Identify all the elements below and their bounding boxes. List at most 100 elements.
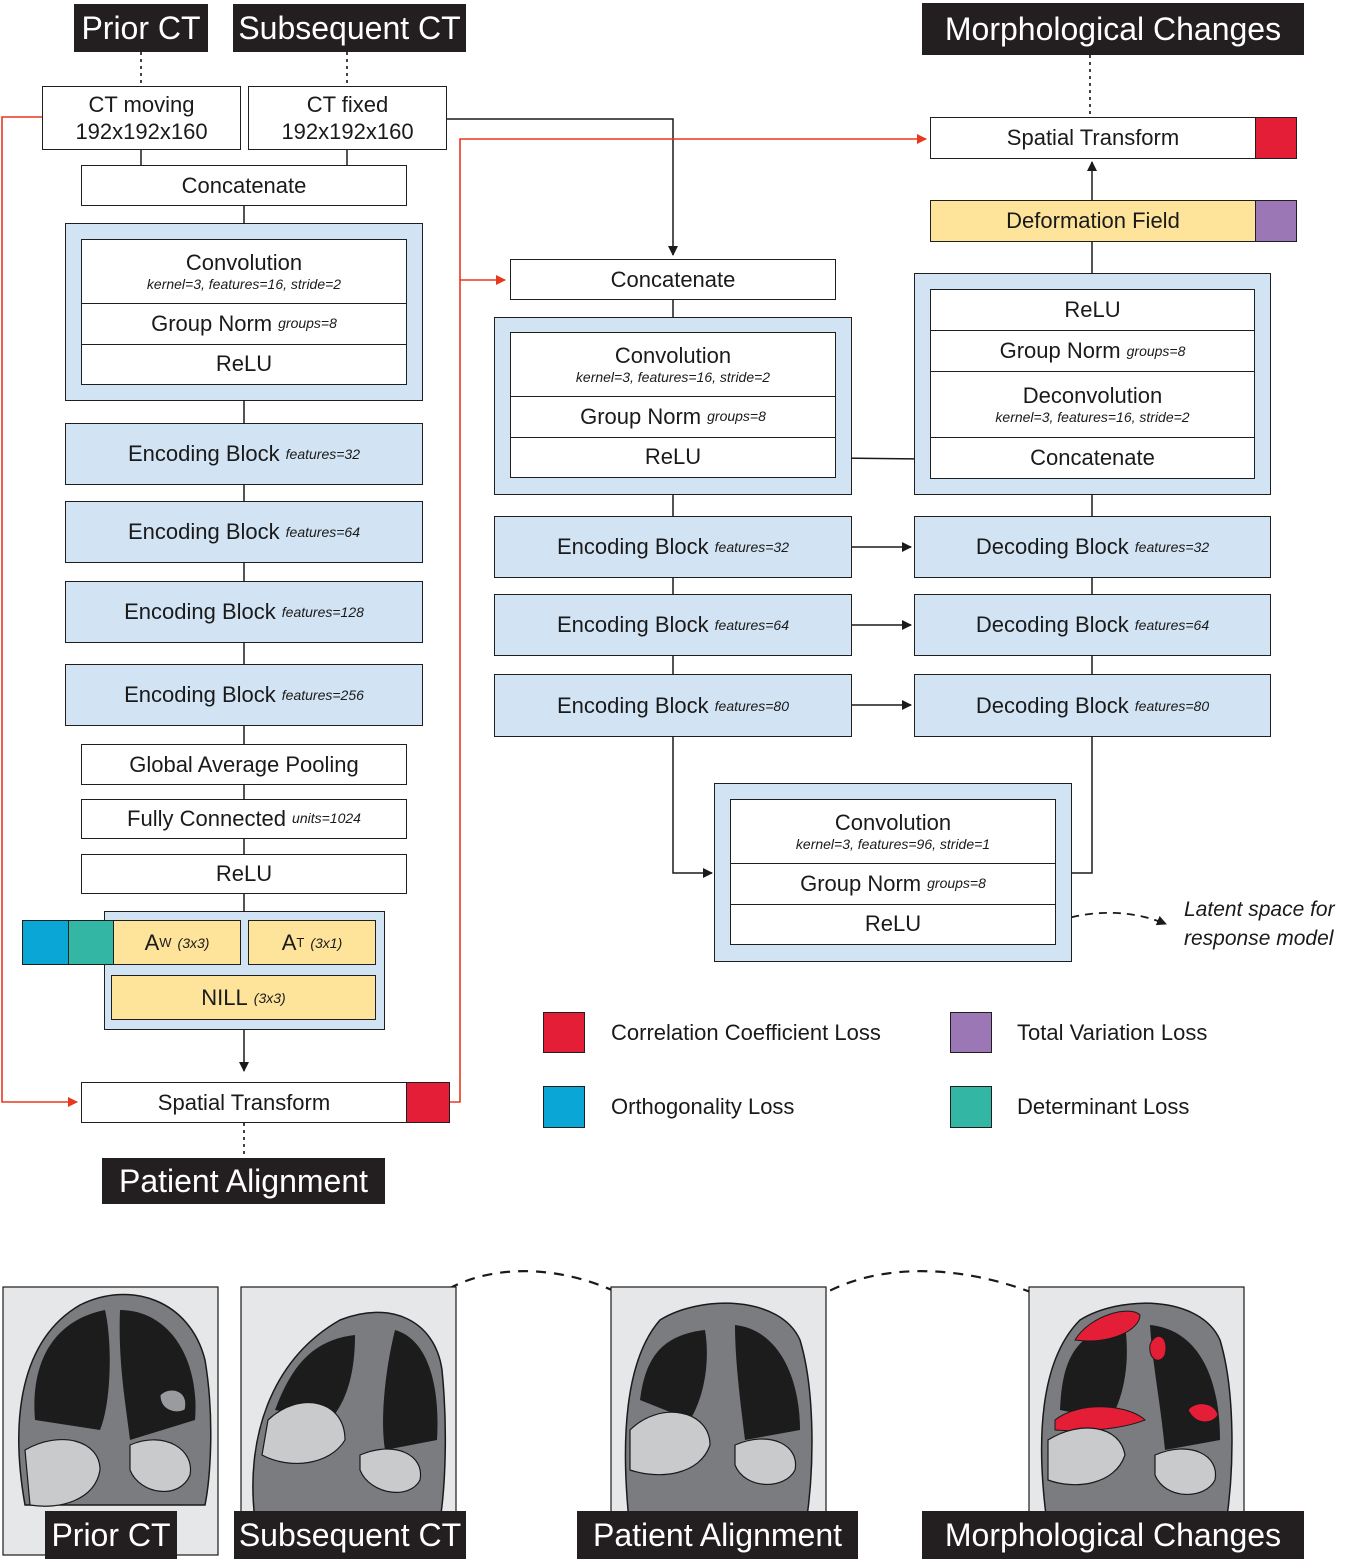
latent-line-1: Latent space for	[1184, 898, 1335, 921]
affine-conv-label: Convolution	[185, 249, 303, 275]
bottom-patient-tag: Patient Alignment	[577, 1511, 858, 1559]
subsequent-ct-tag: Subsequent CT	[233, 4, 466, 52]
affine-cc-loss-marker	[406, 1082, 450, 1123]
legend-cc-label: Correlation Coefficient Loss	[611, 1019, 881, 1045]
deform-groupnorm-label: Group Norm	[580, 403, 702, 429]
bottleneck-groupnorm-params: groups=8	[927, 875, 986, 892]
encoding-block-label: Encoding Block	[128, 519, 280, 544]
encoding-block-label: Encoding Block	[557, 534, 709, 559]
affine-conv-stack: Convolution kernel=3, features=16, strid…	[81, 239, 407, 385]
encoding-block-features: features=256	[281, 687, 364, 703]
decoding-block-2: Decoding Block features=64	[914, 594, 1271, 656]
deform-cc-loss-marker	[1255, 117, 1297, 159]
ct-moving-label: CT moving	[88, 91, 195, 117]
decoding-block-1: Decoding Block features=32	[914, 516, 1271, 578]
deconv-label: Deconvolution	[1022, 383, 1163, 409]
encoding-block-label: Encoding Block	[557, 692, 709, 718]
affine-conv-params: kernel=3, features=16, stride=2	[146, 276, 342, 293]
fully-connected-params: units=1024	[292, 810, 361, 827]
patient-alignment-tag: Patient Alignment	[102, 1158, 385, 1204]
deform-groupnorm-cell: Group Norm groups=8	[511, 397, 835, 438]
decoding-block-label: Decoding Block	[975, 534, 1129, 559]
legend-cc-swatch	[543, 1012, 585, 1053]
deform-conv-stack: Convolution kernel=3, features=16, strid…	[510, 332, 836, 478]
ct-aligned-image	[610, 1286, 827, 1556]
deform-encoding-block-2: Encoding Block features=64	[494, 594, 852, 656]
affine-spatial-transform: Spatial Transform	[81, 1082, 407, 1123]
bottleneck-stack: Convolution kernel=3, features=96, strid…	[730, 799, 1056, 945]
deform-relu-cell: ReLU	[644, 444, 702, 470]
up-groupnorm-label: Group Norm	[999, 338, 1121, 364]
ct-fixed-label: CT fixed	[306, 91, 389, 117]
prior-ct-tag: Prior CT	[74, 4, 208, 52]
decoding-block-features: features=32	[1134, 539, 1210, 555]
fully-connected-label: Fully Connected	[127, 806, 287, 832]
tv-loss-marker	[1255, 200, 1297, 242]
bottleneck-conv-cell: Convolution kernel=3, features=96, strid…	[731, 800, 1055, 865]
aw-label: A	[144, 929, 160, 955]
orthogonality-loss-marker	[22, 920, 69, 965]
deconv-cell: Deconvolution kernel=3, features=16, str…	[931, 372, 1254, 438]
nill-matrix: NILL (3x3)	[111, 975, 376, 1020]
ct-moving-input: CT moving 192x192x160	[42, 86, 241, 150]
affine-conv-cell: Convolution kernel=3, features=16, strid…	[82, 240, 406, 305]
ct-morph-image	[1028, 1286, 1245, 1556]
encoding-block-label: Encoding Block	[128, 441, 280, 466]
deform-encoding-block-3: Encoding Block features=80	[494, 674, 852, 737]
affine-concatenate: Concatenate	[81, 165, 407, 206]
encoding-block-features: features=64	[714, 617, 789, 633]
affine-groupnorm-cell: Group Norm groups=8	[82, 304, 406, 345]
deform-concatenate: Concatenate	[510, 259, 836, 300]
encoding-block-label: Encoding Block	[124, 599, 276, 624]
ct-prior-image	[2, 1286, 219, 1556]
deform-groupnorm-params: groups=8	[707, 408, 766, 425]
fully-connected: Fully Connected units=1024	[81, 799, 407, 839]
ct-moving-size: 192x192x160	[75, 119, 208, 144]
at-sup: T	[296, 935, 305, 950]
ct-fixed-size: 192x192x160	[281, 119, 414, 144]
decoding-block-label: Decoding Block	[975, 612, 1129, 637]
nill-label: NILL	[201, 984, 248, 1010]
nill-params: (3x3)	[253, 989, 286, 1006]
at-label: A	[281, 929, 297, 955]
bottleneck-conv-label: Convolution	[834, 809, 952, 835]
affine-relu-2: ReLU	[81, 854, 407, 894]
legend-tv-label: Total Variation Loss	[1017, 1019, 1208, 1045]
bottom-prior-tag: Prior CT	[45, 1511, 177, 1559]
encoding-block-features: features=80	[714, 697, 789, 714]
decoding-block-3: Decoding Block features=80	[914, 674, 1271, 737]
encoding-block-features: features=64	[285, 524, 360, 540]
affine-groupnorm-label: Group Norm	[151, 310, 273, 336]
legend-ortho-swatch	[543, 1086, 585, 1128]
decoding-block-label: Decoding Block	[975, 692, 1129, 718]
ct-subsequent-image	[240, 1286, 457, 1556]
legend-det-label: Determinant Loss	[1017, 1094, 1190, 1119]
encoding-block-features: features=32	[285, 446, 360, 462]
legend-tv-swatch	[950, 1012, 992, 1053]
deform-conv-cell: Convolution kernel=3, features=16, strid…	[511, 333, 835, 398]
deformation-field: Deformation Field	[930, 200, 1256, 242]
aw-sup: W	[159, 935, 172, 950]
morphological-changes-tag: Morphological Changes	[922, 3, 1304, 55]
decoding-block-features: features=80	[1134, 697, 1210, 714]
encoding-block-label: Encoding Block	[557, 612, 709, 637]
deform-conv-label: Convolution	[614, 342, 732, 368]
encoding-block-label: Encoding Block	[124, 682, 276, 707]
bottleneck-conv-params: kernel=3, features=96, stride=1	[795, 836, 991, 853]
upsample-stack: ReLU Group Norm groups=8 Deconvolution k…	[930, 289, 1255, 479]
bottom-morph-tag: Morphological Changes	[922, 1511, 1304, 1559]
deform-encoding-block-1: Encoding Block features=32	[494, 516, 852, 578]
deconv-params: kernel=3, features=16, stride=2	[995, 409, 1190, 426]
bottleneck-relu-cell: ReLU	[864, 911, 922, 937]
decoding-block-features: features=64	[1134, 617, 1210, 633]
deform-spatial-transform: Spatial Transform	[930, 117, 1256, 159]
at-params: (3x1)	[310, 934, 343, 951]
up-groupnorm-cell: Group Norm groups=8	[931, 331, 1254, 373]
up-groupnorm-params: groups=8	[1126, 342, 1186, 359]
encoding-block-features: features=32	[714, 539, 789, 555]
affine-encoding-block-2: Encoding Block features=64	[65, 501, 423, 563]
bottom-subsequent-tag: Subsequent CT	[234, 1511, 466, 1559]
